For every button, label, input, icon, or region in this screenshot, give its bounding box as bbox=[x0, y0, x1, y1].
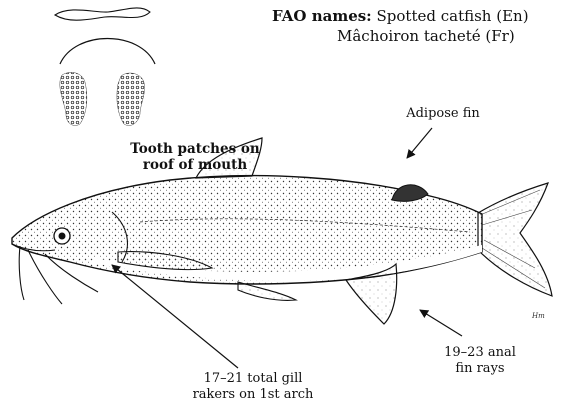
tooth-patch-illustration bbox=[55, 8, 155, 126]
tooth-patch-label: Tooth patches on roof of mouth bbox=[110, 141, 280, 173]
tooth-patch-label-line1: Tooth patches on bbox=[110, 141, 280, 157]
anal-fin-label-line2: fin rays bbox=[430, 361, 530, 377]
tooth-patch-right bbox=[117, 73, 145, 126]
pelvic-fin bbox=[238, 282, 296, 300]
anal-fin-arrow bbox=[420, 310, 462, 336]
tooth-patch-label-line2: roof of mouth bbox=[110, 157, 280, 173]
gill-raker-label-line2: rakers on 1st arch bbox=[168, 387, 338, 403]
artist-signature: Hm bbox=[531, 312, 545, 320]
gill-raker-label: 17–21 total gill rakers on 1st arch bbox=[168, 371, 338, 403]
tooth-patch-left bbox=[60, 72, 87, 125]
barbel-1 bbox=[19, 246, 24, 300]
gill-raker-label-line1: 17–21 total gill bbox=[168, 371, 338, 387]
anal-fin-label-line1: 19–23 anal bbox=[430, 345, 530, 361]
catfish-illustration bbox=[12, 138, 552, 324]
adipose-fin-label: Adipose fin bbox=[398, 106, 488, 122]
caudal-fin bbox=[478, 183, 552, 296]
palate-outline-top bbox=[55, 8, 150, 20]
adipose-arrow bbox=[407, 128, 432, 158]
palate-arch bbox=[60, 39, 155, 65]
anal-fin-label: 19–23 anal fin rays bbox=[430, 345, 530, 377]
